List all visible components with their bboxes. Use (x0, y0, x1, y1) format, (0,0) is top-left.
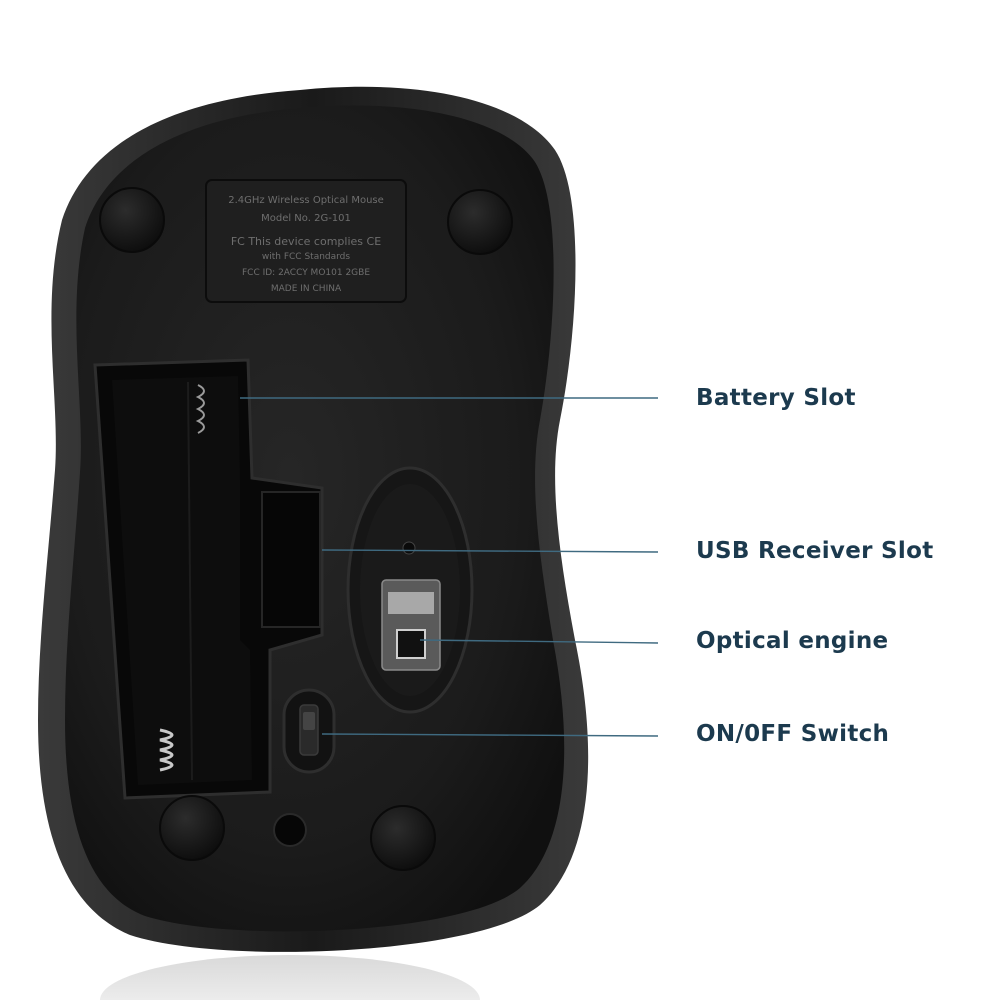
optical-window (346, 466, 474, 714)
label-plate-line: FC This device complies CE (231, 235, 381, 248)
callout-optical-engine: Optical engine (696, 628, 889, 654)
callout-usb-receiver-slot: USB Receiver Slot (696, 538, 934, 564)
battery-spring-bottom (159, 728, 174, 772)
label-plate-line: 2.4GHz Wireless Optical Mouse (228, 195, 384, 206)
foot-pad-bottom-left (159, 795, 225, 861)
callout-battery-slot: Battery Slot (696, 385, 856, 411)
screw-hole (273, 813, 307, 847)
callout-on-off-switch: ON/0FF Switch (696, 721, 890, 747)
label-plate-line: Model No. 2G-101 (261, 213, 351, 224)
leader-line-switch (321, 733, 659, 737)
foot-pad-bottom-right (370, 805, 436, 871)
label-plate: 2.4GHz Wireless Optical Mouse Model No. … (205, 179, 407, 303)
foot-pad-top-right (447, 189, 513, 255)
leader-line-optical (419, 639, 659, 644)
usb-receiver-slot (261, 491, 321, 628)
battery-spring-top (195, 384, 205, 434)
label-plate-line: MADE IN CHINA (271, 284, 342, 294)
leader-line-usb (321, 549, 659, 553)
mouse-reflection (100, 955, 480, 1000)
label-plate-line: with FCC Standards (262, 252, 351, 262)
label-plate-line: FCC ID: 2ACCY MO101 2GBE (242, 268, 370, 278)
foot-pad-top-left (99, 187, 165, 253)
power-switch (282, 688, 336, 774)
battery-compartment (93, 358, 324, 800)
leader-lines (240, 397, 659, 737)
